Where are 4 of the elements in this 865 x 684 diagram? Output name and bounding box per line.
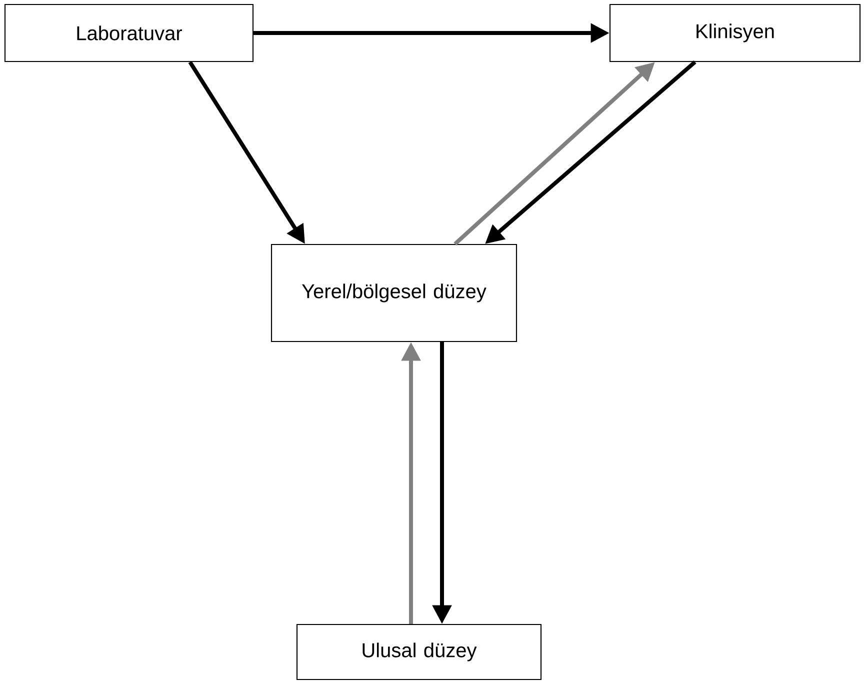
process-box: Klinisyen [609, 4, 861, 62]
process-box: Ulusal düzey [296, 624, 542, 680]
process-box: Laboratuvar [4, 4, 254, 62]
process-box: Yerel/bölgesel düzey [270, 244, 518, 342]
